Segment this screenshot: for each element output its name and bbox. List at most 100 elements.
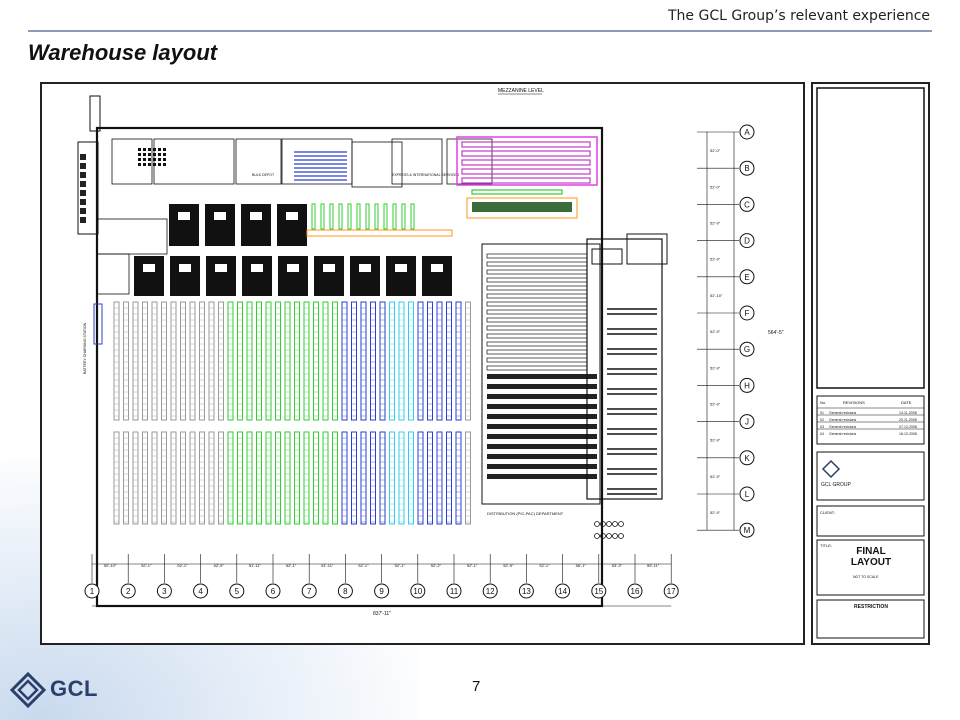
storage-rack-lower [408, 431, 414, 525]
storage-rack-upper [123, 301, 129, 421]
storage-rack-lower [161, 431, 167, 525]
column-grid-bubble [301, 583, 317, 599]
annex-mark [80, 154, 86, 160]
storage-rack-upper [227, 301, 234, 421]
slide-heading: Warehouse layout [28, 40, 218, 65]
storage-rack-lower [180, 431, 186, 525]
storage-rack-upper [322, 301, 329, 421]
column-grid-label: 13 [522, 587, 531, 596]
mezzanine-label: MEZZANINE LEVEL [498, 88, 544, 94]
parking-mark [158, 153, 161, 156]
storage-rack-lower [265, 431, 272, 525]
pick-rack [486, 365, 588, 371]
green-rack-short [401, 203, 406, 230]
parking-mark [148, 148, 151, 151]
column-grid-bubble [337, 583, 353, 599]
storage-rack-upper [199, 301, 205, 421]
logo-text: GCL [50, 676, 98, 701]
green-rack-short [320, 203, 325, 230]
storage-rack-upper [113, 301, 120, 421]
dock-door [618, 521, 624, 527]
green-rack-short [347, 203, 352, 230]
page-number: 7 [472, 678, 481, 695]
battery-label: BATTERY CHARGING STATION [83, 322, 87, 374]
overall-width-label: 837'-11" [373, 611, 391, 617]
row-grid-label: E [744, 273, 749, 282]
loading-dock [241, 204, 271, 246]
annex-office [626, 233, 668, 265]
storage-rack-lower [208, 431, 215, 525]
pick-rack [486, 309, 588, 315]
column-spacing-label: 52'-9" [214, 563, 225, 568]
office-room [351, 141, 403, 188]
storage-rack-upper [151, 301, 158, 421]
revision-number: 03 [820, 425, 824, 429]
bulk-depot-label: BULK DEPOT [252, 173, 275, 177]
dock-door [612, 533, 618, 539]
green-rack-short [311, 203, 316, 230]
revisions-header-date: DATE [901, 400, 912, 405]
green-rack-short [356, 203, 361, 230]
company-name: GCL GROUP [821, 482, 851, 488]
column-spacing-label: 56'-1" [576, 563, 587, 568]
pick-rack [486, 325, 588, 331]
parking-mark [158, 158, 161, 161]
column-grid-bubble [374, 583, 390, 599]
client-label: CLIENT: [820, 510, 835, 515]
dock-door [606, 521, 612, 527]
dock-door [600, 521, 606, 527]
column-grid-bubble [120, 583, 136, 599]
row-grid-bubble [739, 522, 755, 538]
revision-number: 04 [820, 432, 824, 436]
loading-dock [314, 256, 344, 296]
storage-rack-lower [284, 431, 291, 525]
storage-rack-upper [465, 301, 471, 421]
dock-label-box [395, 264, 407, 272]
storage-rack-upper [189, 301, 196, 421]
row-grid-label: M [744, 526, 751, 535]
parking-mark [158, 163, 161, 166]
storage-rack-lower [303, 431, 310, 525]
pick-shelf [487, 414, 597, 419]
loading-dock [277, 204, 307, 246]
storage-rack-lower [360, 431, 367, 525]
row-spacing-label: 52'-10" [710, 293, 723, 298]
storage-rack-upper [417, 301, 424, 421]
parking-mark [158, 148, 161, 151]
loading-dock [205, 204, 235, 246]
magenta-rack [461, 150, 591, 157]
pick-rack [486, 269, 588, 275]
parking-mark [148, 158, 151, 161]
annex-tower [89, 95, 101, 132]
company-logo-icon [821, 459, 841, 479]
column-spacing-label: 52'-1" [286, 563, 297, 568]
storage-rack-lower [237, 431, 243, 525]
column-spacing-label: 52'-1" [539, 563, 550, 568]
orange-frame [466, 197, 578, 219]
row-grid-bubble [739, 341, 755, 357]
storage-rack-lower [246, 431, 253, 525]
storage-rack-upper [313, 301, 319, 421]
storage-rack-lower [113, 431, 120, 525]
column-grid-bubble [410, 583, 426, 599]
annex-mark [80, 181, 86, 187]
row-spacing-label: 52'-9" [710, 221, 721, 226]
storage-rack-lower [465, 431, 471, 525]
pick-rack [486, 341, 588, 347]
column-spacing-label: 52'-1" [177, 563, 188, 568]
storage-rack-upper [237, 301, 243, 421]
storage-rack-lower [256, 431, 262, 525]
revision-description: General revisions [829, 425, 856, 429]
parking-mark [138, 148, 141, 151]
column-grid-bubble [193, 583, 209, 599]
storage-rack-upper [256, 301, 262, 421]
loading-dock [386, 256, 416, 296]
building-outline [95, 126, 604, 608]
side-room [96, 218, 168, 255]
title-sub: LAYOUT [851, 557, 891, 568]
pick-shelf [487, 404, 597, 409]
storage-rack-lower [427, 431, 433, 525]
row-spacing-label: 52'-0" [710, 184, 721, 189]
storage-rack-lower [322, 431, 329, 525]
mezzanine-area [456, 136, 598, 186]
